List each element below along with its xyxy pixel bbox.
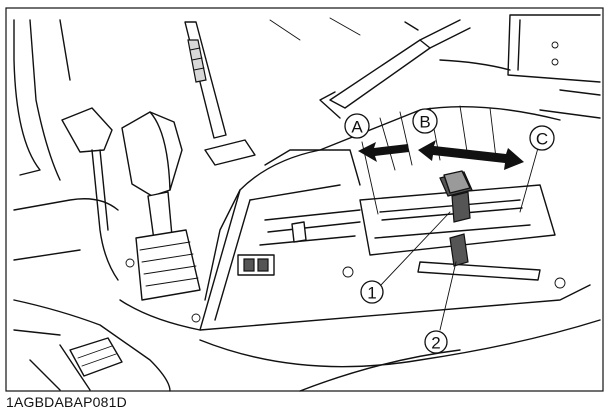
callout-2-label: 2 xyxy=(431,334,440,353)
callout-b: B xyxy=(412,108,438,134)
callout-c: C xyxy=(529,125,555,151)
left-lever xyxy=(61,107,119,281)
callout-2: 2 xyxy=(424,330,448,354)
cab-structure xyxy=(13,14,601,261)
callout-c-label: C xyxy=(536,130,548,149)
callout-1: 1 xyxy=(360,280,384,304)
figure-frame xyxy=(5,7,604,392)
parking-brake-lever xyxy=(184,21,256,166)
callout-1-label: 1 xyxy=(367,284,376,303)
arrow-double xyxy=(418,140,524,170)
range-gear-shift-lever xyxy=(439,170,473,223)
front-wheel-drive-lever xyxy=(449,233,469,267)
callout-leaders xyxy=(361,141,539,331)
callout-a-label: A xyxy=(351,118,363,137)
hydraulic-rod xyxy=(329,19,511,109)
callout-a: A xyxy=(344,113,370,139)
figure-code-label: 1AGBDABAP081D xyxy=(6,394,127,410)
floor-pedal-area xyxy=(13,299,601,392)
shift-direction-arrows xyxy=(358,140,524,170)
callout-b-label: B xyxy=(419,113,430,132)
gear-shift-lever xyxy=(121,111,201,301)
arrow-left xyxy=(358,142,409,162)
control-console xyxy=(119,91,591,331)
